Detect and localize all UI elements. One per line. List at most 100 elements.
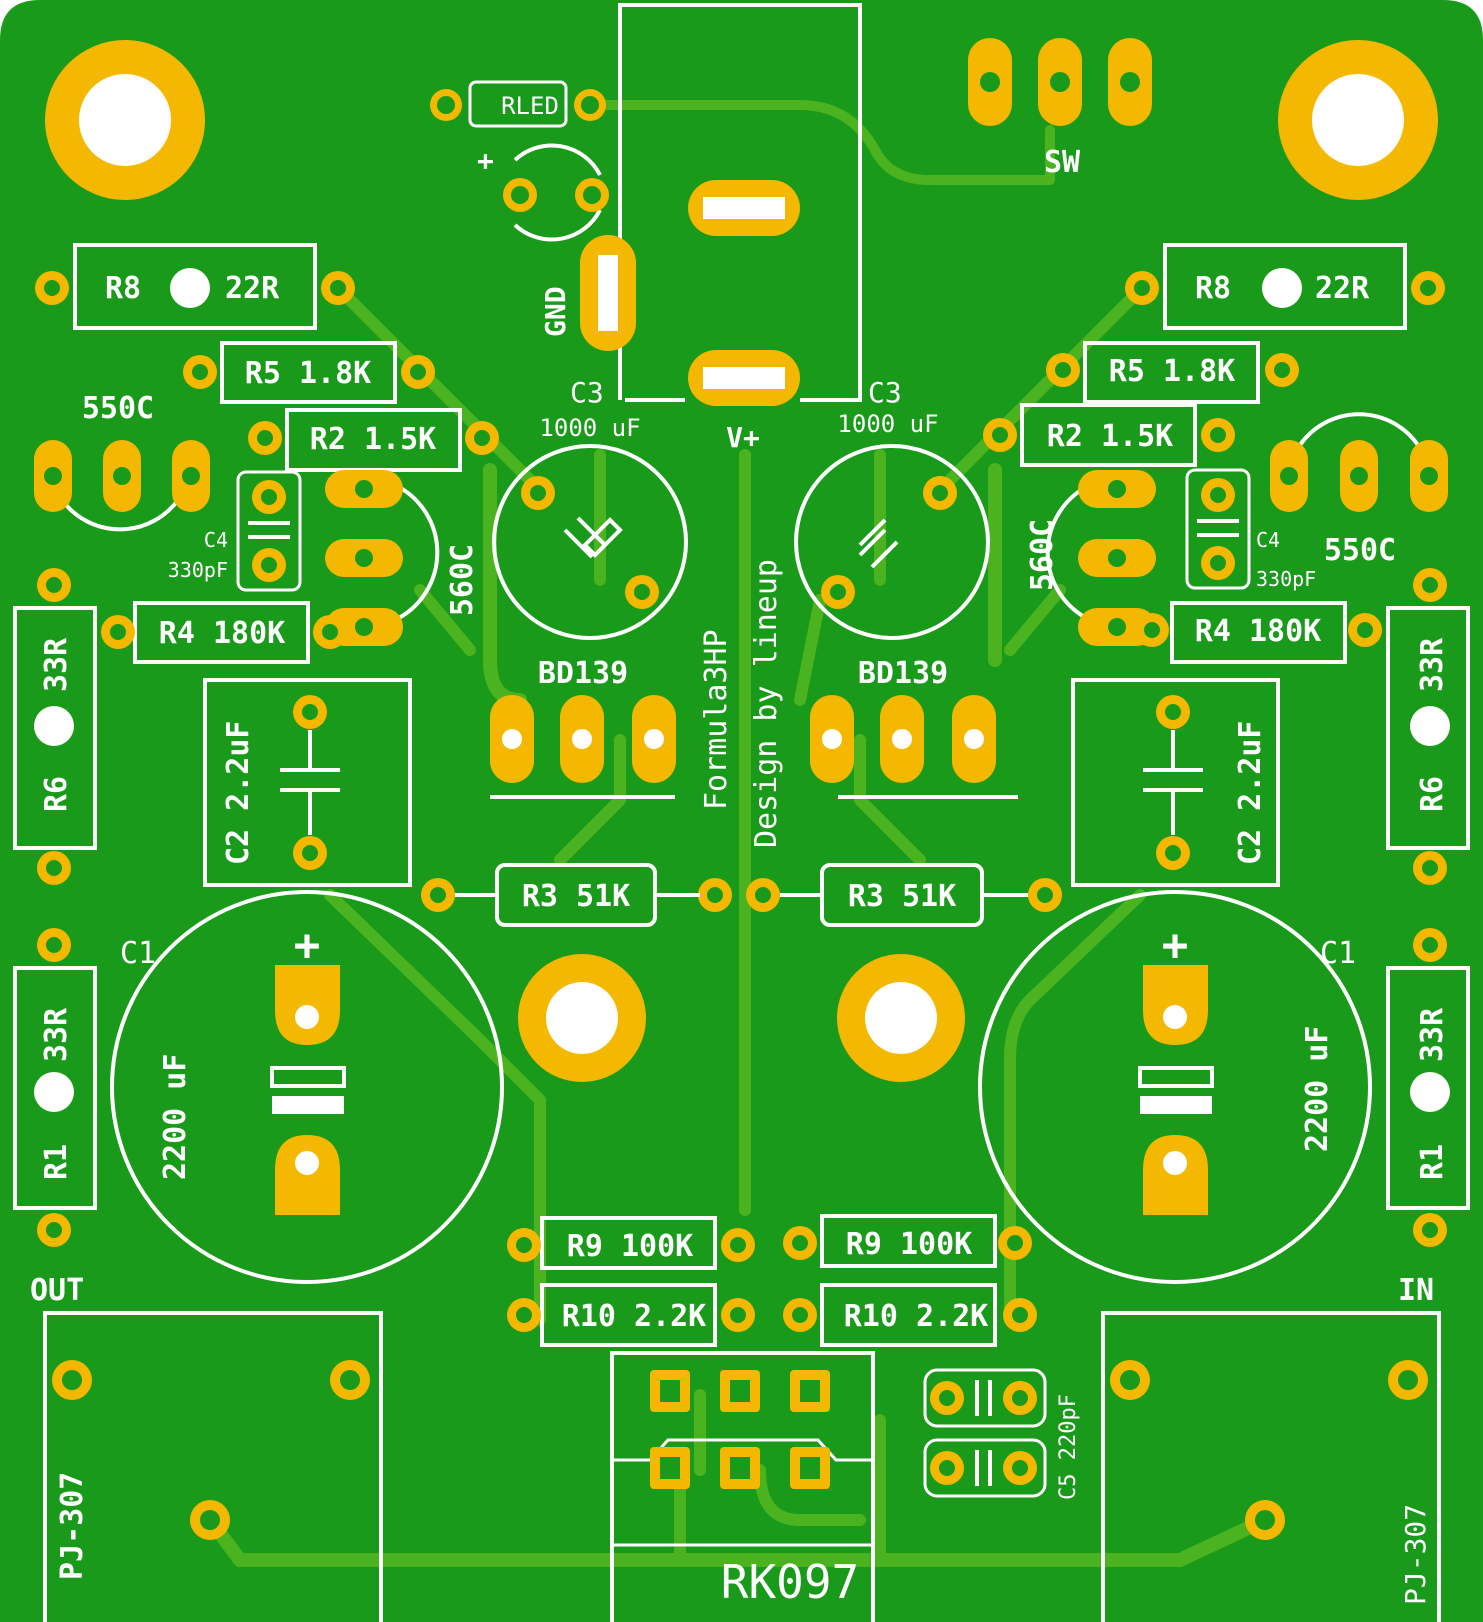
r6-right: R6 33R [1386,568,1470,885]
c5-label: C5 220pF [1056,1394,1081,1500]
mounting-holes [45,40,1438,1082]
c3-left-value: 1000 uF [539,414,640,442]
c4-left-label: C4 [204,528,228,552]
r2-left: R2 1.5K [248,408,499,472]
c3-right-value: 1000 uF [837,410,938,438]
q550c-right: 550C [1270,412,1448,568]
r1-left-label: R1 [39,1144,74,1180]
c1-right-label: C1 [1320,936,1356,971]
pot-rk097: RK097 [610,1351,875,1622]
r9-left: R9 100K [507,1216,755,1270]
c3-right: C3 1000 uF [794,376,990,640]
pj307-right-label: PJ-307 [1399,1504,1432,1605]
credits: Formula3HP Design by lineup [699,559,784,848]
r6-left-value: 33R [39,637,74,692]
c4-left: C4 330pF [168,470,302,592]
credit-author: Design by lineup [749,559,784,848]
r8-left-value: 22R [225,271,280,306]
jack-in: IN PJ-307 [1101,1273,1441,1622]
q550c-left-label: 550C [82,391,154,426]
c1-left-value: 2200 uF [158,1054,193,1180]
q560c-right-label: 560C [1025,519,1060,591]
r4-right: R4 180K [1135,601,1382,664]
r2-left-label: R2 1.5K [310,422,436,457]
r8-left-label: R8 [105,271,141,306]
r6-left: R6 33R [13,568,97,885]
r10-left-label: R10 2.2K [562,1299,707,1334]
q560c-right: 560C [1025,470,1156,646]
r1-left: R1 33R [13,928,97,1247]
r3-left: R3 51K [421,863,732,927]
c1-left-plus: + [294,920,321,971]
r10-right-label: R10 2.2K [844,1299,989,1334]
bd139-right: BD139 [810,656,1018,799]
c2-left-label: C2 2.2uF [221,721,256,866]
r4-left-label: R4 180K [159,616,285,651]
q550c-right-label: 550C [1324,533,1396,568]
r4-left: R4 180K [101,601,347,664]
c1-left: C1 2200 uF + [110,890,504,1284]
c2-right: C2 2.2uF [1071,678,1280,887]
r1-left-value: 33R [39,1007,74,1062]
r1-right: R1 33R [1386,928,1470,1247]
c3-left-label: C3 [570,376,604,409]
c2-left: C2 2.2uF [203,678,412,887]
c4-right-value: 330pF [1256,567,1316,591]
r2-right-label: R2 1.5K [1047,419,1173,454]
r2-right: R2 1.5K [983,403,1235,467]
c1-right: C1 2200 uF + [978,890,1372,1284]
sw-label: SW [1044,145,1081,180]
r4-right-label: R4 180K [1195,614,1321,649]
r8-right-value: 22R [1315,271,1370,306]
r5-right-label: R5 1.8K [1109,354,1235,389]
r1-right-value: 33R [1415,1007,1450,1062]
r8-left: R8 22R [35,243,355,330]
gnd-label: GND [539,286,572,337]
c2-right-label: C2 2.2uF [1233,721,1268,866]
c1-right-value: 2200 uF [1300,1026,1335,1152]
bd139-left-label: BD139 [538,656,628,691]
r9-right: R9 100K [783,1214,1032,1268]
r10-left: R10 2.2K [507,1283,755,1347]
vplus-label: V+ [726,421,760,454]
r3-right: R3 51K [746,863,1062,927]
r8-right: R8 22R [1125,243,1445,330]
c1-right-plus: + [1162,920,1189,971]
c4-right-label: C4 [1256,528,1280,552]
q560c-left: 560C [325,470,480,646]
credit-title: Formula3HP [699,629,734,810]
r9-right-label: R9 100K [846,1227,972,1262]
led-area: RLED + [430,80,609,242]
r5-right: R5 1.8K [1046,341,1299,404]
c3-left: C3 1000 uF [492,376,688,640]
r10-right: R10 2.2K [783,1283,1037,1347]
rk097-label: RK097 [721,1555,859,1609]
c1-left-label: C1 [120,936,156,971]
c5: C5 220pF [923,1368,1081,1500]
bd139-left: BD139 [490,656,676,799]
out-label: OUT [30,1273,84,1308]
q560c-left-label: 560C [445,544,480,616]
c3-right-label: C3 [868,376,902,409]
power-connector: V+ GND [539,3,862,454]
bd139-right-label: BD139 [858,656,948,691]
r6-left-label: R6 [39,776,74,812]
r1-right-label: R1 [1415,1144,1450,1180]
rled-label: RLED [501,92,559,120]
jack-out: OUT PJ-307 [30,1273,383,1622]
r3-right-label: R3 51K [848,879,956,914]
r5-left-label: R5 1.8K [245,356,371,391]
r3-left-label: R3 51K [522,879,630,914]
c4-left-value: 330pF [168,558,228,582]
r5-left: R5 1.8K [183,341,435,404]
switch: SW [968,38,1152,180]
q550c-left: 550C [34,391,210,532]
pj307-left-label: PJ-307 [55,1472,90,1580]
r6-right-value: 33R [1415,637,1450,692]
c4-right: C4 330pF [1185,468,1316,591]
r8-right-label: R8 [1195,271,1231,306]
r9-left-label: R9 100K [567,1229,693,1264]
r6-right-label: R6 [1415,776,1450,812]
led-plus: + [477,144,494,177]
